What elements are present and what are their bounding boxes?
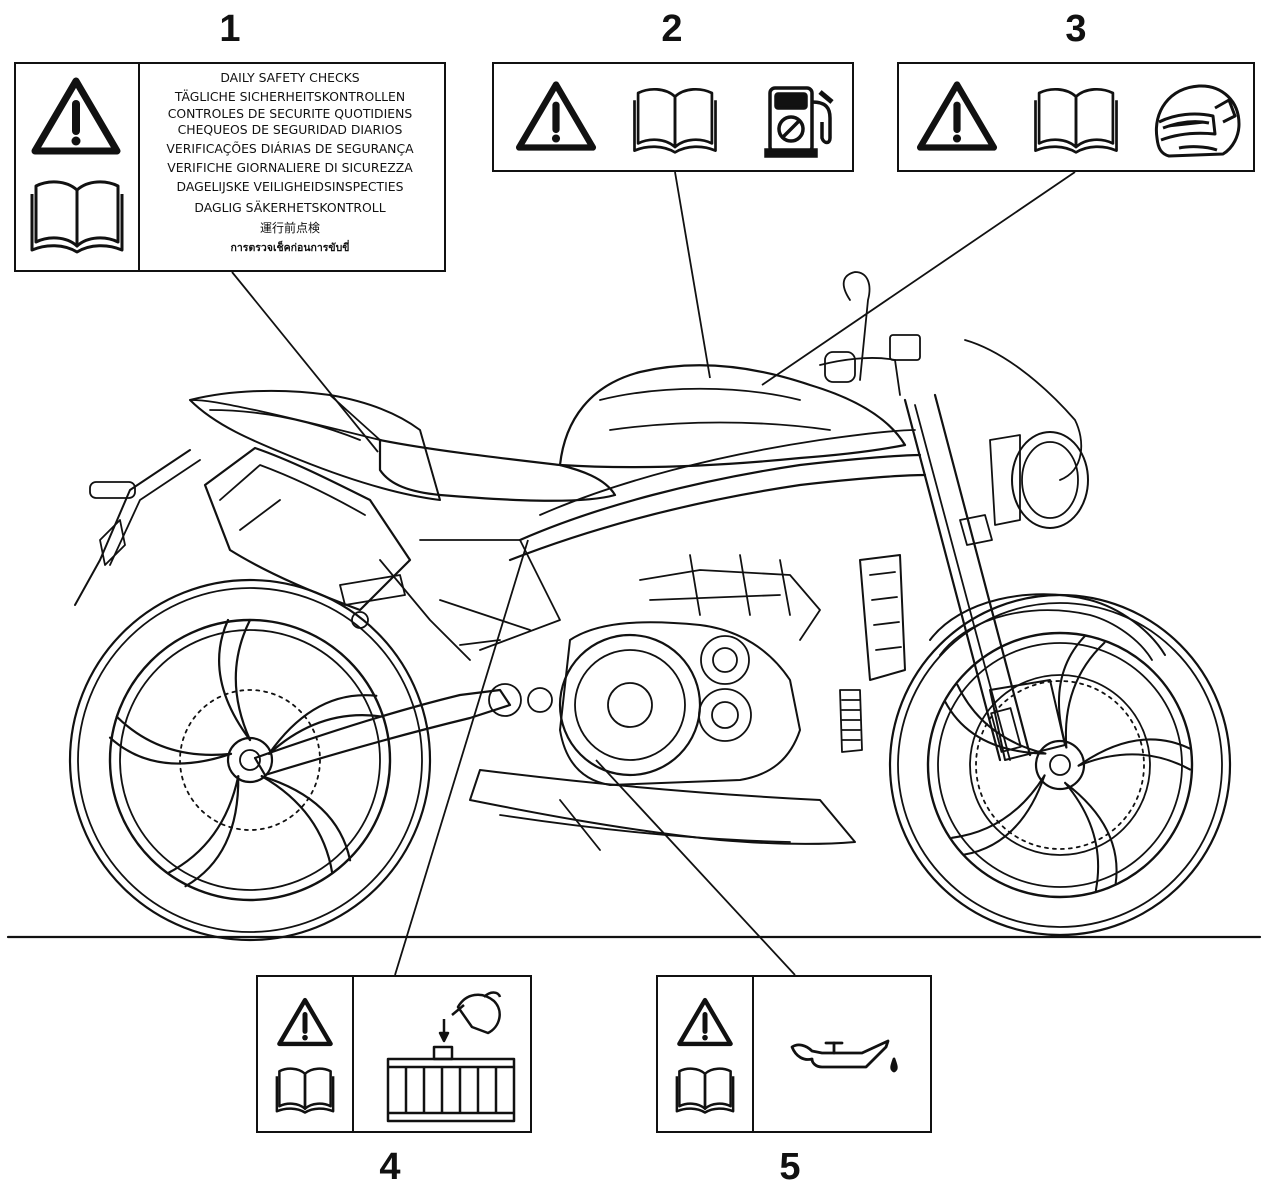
label-1-line-it: VERIFICHE GIORNALIERE DI SICUREZZA bbox=[167, 160, 413, 176]
label-1-line-ja: 運行前点検 bbox=[259, 220, 320, 235]
label-1-line-fr: CONTROLES DE SECURITE QUOTIDIENS bbox=[167, 106, 413, 122]
leader-line-2 bbox=[674, 171, 711, 379]
callout-number-1: 1 bbox=[219, 8, 241, 50]
owner-handbook-icon bbox=[633, 88, 717, 154]
label-2-fuel bbox=[492, 62, 854, 172]
warning-triangle-icon bbox=[515, 81, 597, 151]
warning-triangle-icon bbox=[677, 997, 733, 1047]
label-1-line-en: DAILY SAFETY CHECKS bbox=[220, 70, 360, 85]
label-1-daily-safety-checks: DAILY SAFETY CHECKS TÄGLICHE SICHERHEITS… bbox=[14, 62, 446, 272]
label-3-helmet bbox=[897, 62, 1255, 172]
leader-line-5 bbox=[595, 759, 796, 976]
label-1-line-nl: DAGELIJSKE VEILIGHEIDSINSPECTIES bbox=[176, 179, 404, 195]
warning-triangle-icon bbox=[277, 997, 333, 1047]
leader-line-3 bbox=[761, 171, 1076, 386]
unleaded-fuel-pump-icon bbox=[764, 86, 834, 158]
label-1-line-pt: VERIFICAÇÕES DIÁRIAS DE SEGURANÇA bbox=[166, 141, 414, 157]
label-4-coolant bbox=[256, 975, 532, 1133]
label-1-line-th: การตรวจเช็คก่อนการขับขี่ bbox=[230, 241, 350, 254]
engine-oil-can-icon bbox=[790, 1039, 898, 1073]
label-1-line-de: TÄGLICHE SICHERHEITSKONTROLLEN bbox=[174, 89, 406, 105]
leader-line-1 bbox=[231, 271, 379, 453]
label-5-engine-oil bbox=[656, 975, 932, 1133]
leader-line-4 bbox=[394, 539, 529, 976]
label-1-text-lines: DAILY SAFETY CHECKS TÄGLICHE SICHERHEITS… bbox=[140, 68, 440, 258]
callout-number-5: 5 bbox=[779, 1146, 801, 1188]
callout-number-3: 3 bbox=[1065, 8, 1087, 50]
warning-triangle-icon bbox=[31, 77, 121, 155]
callout-number-2: 2 bbox=[661, 8, 683, 50]
coolant-radiator-icon bbox=[386, 991, 516, 1123]
warning-triangle-icon bbox=[916, 81, 998, 151]
owner-handbook-icon bbox=[30, 180, 124, 254]
owner-handbook-icon bbox=[275, 1067, 335, 1114]
rear-wheel bbox=[68, 578, 432, 942]
label-1-line-es: CHEQUEOS DE SEGURIDAD DIARIOS bbox=[177, 122, 403, 138]
callout-number-4: 4 bbox=[379, 1146, 401, 1188]
leader-lines bbox=[231, 171, 1076, 976]
label-1-line-sv: DAGLIG SÄKERHETSKONTROLL bbox=[194, 200, 386, 216]
front-wheel bbox=[888, 593, 1232, 937]
owner-handbook-icon bbox=[675, 1067, 735, 1114]
helmet-icon bbox=[1154, 84, 1241, 158]
owner-handbook-icon bbox=[1034, 88, 1118, 154]
